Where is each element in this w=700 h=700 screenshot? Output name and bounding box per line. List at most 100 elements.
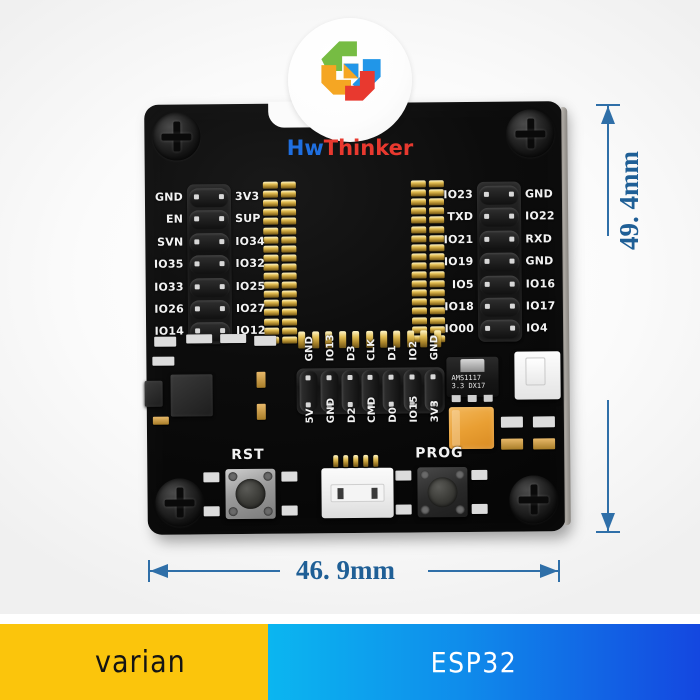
socket-contact: [219, 261, 225, 267]
gold-pin: [281, 208, 297, 216]
usb-uart-chip: [170, 374, 213, 417]
silk-label-bottom-bottom-d0: D0: [387, 406, 400, 423]
gold-pin: [411, 307, 427, 315]
dim-h-arrow-right: [540, 564, 558, 578]
dim-h-tick-right: [558, 560, 560, 582]
dimension-width-label: 46. 9mm: [296, 555, 395, 585]
gold-pin: [281, 254, 297, 262]
gold-pin: [281, 281, 297, 289]
slide-switch: [514, 351, 561, 400]
gold-pin: [263, 263, 279, 271]
gold-pin: [429, 225, 445, 233]
silk-label-right-gnd: GND: [524, 187, 553, 201]
micro-usb-connector[interactable]: [321, 467, 394, 519]
prog-button[interactable]: [417, 467, 468, 518]
usb-pad: [353, 454, 359, 468]
gold-pin: [281, 263, 297, 271]
socket-contact: [409, 374, 415, 380]
bottom-banner: varian ESP32: [0, 624, 700, 700]
gold-pin: [411, 280, 427, 288]
usb-pad: [343, 455, 349, 468]
socket-contact: [484, 259, 490, 265]
silk-label-right-inner-io5: IO5: [451, 277, 474, 291]
ams1117-regulator: AMS1117 3.3 DX17: [446, 356, 499, 403]
hwthinker-logo-icon: [321, 41, 381, 101]
gold-pin: [263, 281, 279, 289]
gold-pin: [263, 309, 279, 317]
smd-resistor: [395, 504, 412, 515]
hwthinker-logo-sticker: HwThinker: [287, 18, 413, 160]
smd-resistor: [500, 416, 523, 428]
socket-contact: [194, 216, 200, 222]
smd-resistor: [532, 416, 555, 428]
gold-pin: [262, 199, 279, 207]
gold-pin: [411, 244, 427, 252]
silk-label-bottom-bottom-3v3: 3V3: [429, 399, 441, 423]
gold-pin: [281, 227, 297, 235]
socket-contact: [219, 238, 225, 244]
silk-label-bottom-bottom-gnd: GND: [325, 397, 337, 424]
smd-resistor: [254, 335, 277, 346]
silk-label-right-io17: IO17: [525, 299, 556, 313]
hwthinker-wordmark: HwThinker: [268, 136, 432, 160]
silk-label-left-en: EN: [165, 212, 184, 227]
gold-pin: [281, 272, 297, 280]
silk-label-left-io33: IO33: [154, 280, 184, 294]
gold-pin: [281, 299, 297, 307]
gold-pin: [379, 330, 387, 348]
silk-label-bottom-top-io13: IO13: [324, 334, 337, 362]
silk-label-left-inner-io25: IO25: [235, 279, 266, 293]
socket-contact: [508, 191, 514, 197]
smd-resistor: [471, 469, 488, 480]
dim-v-arrow-top: [601, 106, 615, 124]
silk-label-bottom-bottom-5v: 5V: [304, 408, 316, 424]
silk-label-right-rxd: RXD: [525, 232, 553, 246]
regulator-label-line1: AMS1117: [451, 373, 482, 383]
usb-pad: [363, 454, 369, 467]
socket-contact: [510, 325, 516, 332]
silk-label-bottom-top-clk: CLK: [366, 338, 378, 361]
dim-v-arrow-bottom: [601, 513, 615, 531]
silk-label-bottom-bottom-io15: IO15: [408, 395, 420, 423]
silk-label-bottom-top-gnd: GND: [304, 335, 316, 362]
gold-pin: [411, 298, 427, 306]
dim-h-arrow-left: [150, 564, 168, 578]
smd-resistor: [186, 334, 213, 344]
gold-pin: [281, 236, 297, 244]
gold-pin: [420, 330, 428, 348]
gold-pin: [411, 316, 428, 325]
socket-contact: [484, 303, 490, 309]
dim-v-line-top: [607, 106, 609, 236]
socket-contact: [388, 374, 394, 380]
socket-contact: [326, 375, 332, 381]
socket-contact: [218, 194, 224, 200]
socket-contact: [193, 194, 199, 200]
gold-pin: [263, 290, 279, 298]
silk-label-right-inner-io23: IO23: [443, 187, 473, 202]
gold-pin: [263, 245, 279, 253]
gold-pin: [263, 272, 279, 280]
gold-pin: [280, 181, 296, 189]
gold-pin: [263, 299, 279, 308]
usb-pad: [333, 455, 339, 468]
silk-label-right-inner-io21: IO21: [443, 232, 474, 247]
screw-top-left: [152, 112, 201, 161]
gold-pin: [411, 225, 427, 234]
banner-variant-block: varian: [0, 624, 268, 700]
reset-button[interactable]: [225, 468, 276, 520]
smd-led: [533, 438, 556, 450]
silk-label-right-inner-io00: IO00: [444, 322, 475, 336]
socket-contact: [509, 281, 515, 287]
socket-contact: [483, 191, 489, 197]
silk-label-bottom-bottom-cmd: CMD: [367, 396, 379, 423]
dim-h-tick-left: [148, 560, 150, 582]
logo-text-thinker: Thinker: [323, 136, 414, 160]
smd-resistor: [154, 336, 177, 347]
socket-contact: [509, 213, 515, 220]
socket-contact: [194, 239, 200, 245]
silk-label-left-inner-io27: IO27: [235, 301, 266, 316]
gold-pin: [281, 217, 297, 226]
dim-v-tick-bottom: [596, 531, 620, 533]
gold-pin: [411, 253, 427, 261]
